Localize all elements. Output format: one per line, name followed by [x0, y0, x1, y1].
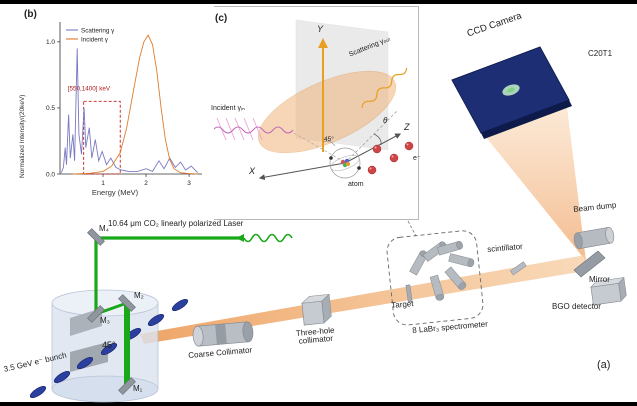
labr3-spectrometer — [386, 230, 484, 326]
target-label: Target — [390, 299, 414, 310]
beam-dump — [573, 226, 615, 250]
mirror-m3-label: M₃ — [100, 316, 110, 325]
spectrometer-label: 8 LaBr₃ spectrometer — [411, 319, 489, 335]
svg-text:3: 3 — [187, 180, 191, 187]
z-axis-label: Z — [404, 122, 410, 132]
panel-b-label: (b) — [24, 9, 37, 20]
x-axis-label: X — [249, 166, 256, 176]
camera-id-label: C20T1 — [588, 49, 613, 58]
gamma-beam — [140, 255, 585, 344]
svg-text:[550,1400] keV: [550,1400] keV — [68, 86, 111, 93]
mirror-m2-label: M₂ — [134, 291, 144, 300]
y-axis-label: Y — [317, 24, 324, 34]
panel-c-label: (c) — [215, 13, 228, 24]
mirror-mount-upper — [70, 308, 102, 336]
scintillator-label: scintillator — [486, 241, 524, 254]
svg-text:Scattering γ: Scattering γ — [81, 27, 115, 34]
svg-text:1.0: 1.0 — [46, 39, 55, 46]
chart-y-axis-label: Normalized Intensity/(20keV) — [19, 94, 26, 178]
mirror-m2 — [118, 294, 136, 312]
laser-label: 10.64 μm CO₂ linearly polarized Laser — [108, 219, 244, 228]
three-hole-collimator-label: Three-hole collimator — [295, 325, 335, 347]
theta-label: θ — [383, 116, 388, 125]
ebunch-label: 3.5 GeV e⁻ bunch — [2, 350, 68, 374]
atom-label: atom — [348, 181, 364, 188]
beam-mirror — [573, 250, 606, 278]
bgo-label: BGO detector — [552, 302, 601, 311]
mirror-m1-label: M₁ — [133, 384, 143, 393]
ccd-camera-plate — [451, 46, 572, 139]
svg-text:1: 1 — [101, 180, 105, 187]
three-hole-collimator — [301, 293, 332, 326]
panel-b-chart: 1 2 3 0.0 0.5 1.0 [550,1400] keV Scattering γ In… — [16, 6, 214, 220]
angle-45-label-chamber: 45° — [102, 340, 116, 350]
xray-cone — [481, 99, 586, 261]
spectrum-chart: 1 2 3 0.0 0.5 1.0 [550,1400] keV Scattering γ In… — [46, 22, 202, 187]
svg-text:2: 2 — [144, 180, 148, 187]
beam-dump-label: Beam dump — [572, 200, 617, 214]
electron-label: e⁻ — [413, 155, 421, 162]
laser-mirrors — [87, 228, 136, 395]
ccd-camera-label: CCD Camera — [465, 10, 524, 40]
coarse-collimator-label: Coarse Collimator — [187, 345, 253, 360]
laser-wave — [243, 233, 293, 243]
svg-text:0.0: 0.0 — [46, 171, 55, 178]
mirror-m4-label: M₄ — [99, 224, 109, 233]
incident-gamma-label: Incident γᵢₙ — [211, 105, 245, 112]
svg-text:0.5: 0.5 — [46, 105, 55, 112]
scintillator — [509, 261, 527, 276]
laser-beam — [94, 233, 293, 386]
mirror-label: Mirror — [589, 275, 610, 284]
svg-text:Incident γ: Incident γ — [81, 36, 109, 43]
coarse-collimator — [192, 321, 254, 347]
angle-45-label-panel-c: 45° — [324, 136, 334, 143]
bottom-border — [0, 402, 637, 406]
panel-a-label: (a) — [597, 359, 611, 371]
top-border — [0, 0, 637, 4]
panel-c-connector — [407, 220, 417, 237]
chart-x-axis-label: Energy (MeV) — [91, 188, 139, 197]
